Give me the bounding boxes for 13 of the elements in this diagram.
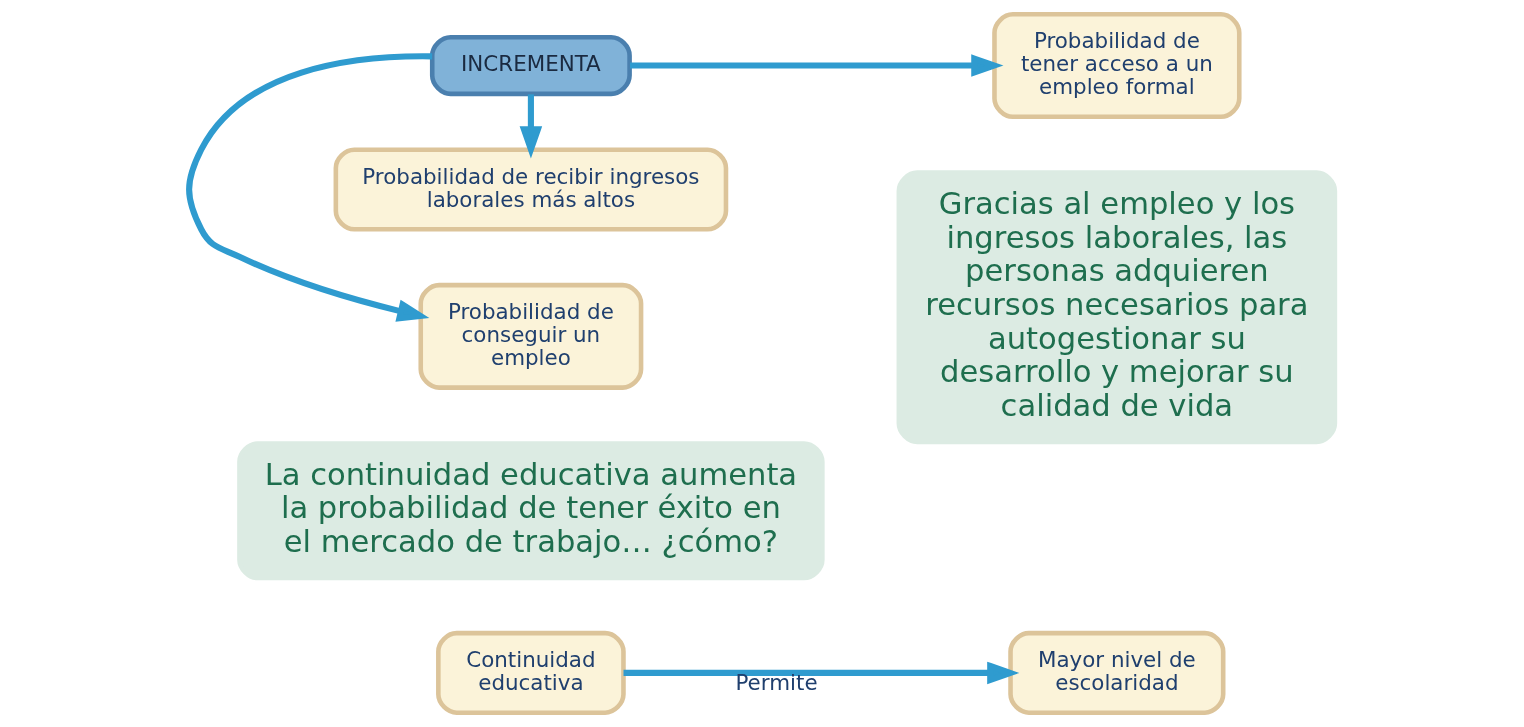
node-box: Probabilidad de tener acceso a un empleo formal xyxy=(992,12,1242,120)
arrow xyxy=(623,661,1020,685)
edge-label: Permite xyxy=(735,670,818,696)
node-box: La continuidad educativa aumenta la probabilidad de tener éxito en el mercado de trabajo… ¿cómo? xyxy=(237,441,825,581)
node-box: Probabilidad de conseguir un empleo xyxy=(418,282,644,390)
arrow xyxy=(186,53,433,322)
node-box: Mayor nivel de escolaridad xyxy=(1008,630,1226,715)
node-box: Probabilidad de recibir ingresos laborales más altos xyxy=(333,147,729,232)
arrow xyxy=(630,54,1004,77)
node-box: Continuidad educativa xyxy=(436,630,626,715)
node-box: INCREMENTA xyxy=(429,34,632,97)
node-box: Gracias al empleo y los ingresos laborales, las personas adquieren recursos necesarios para autogestionar su desarrollo y mejorar su calidad de vida xyxy=(896,170,1338,445)
arrow xyxy=(519,94,543,159)
